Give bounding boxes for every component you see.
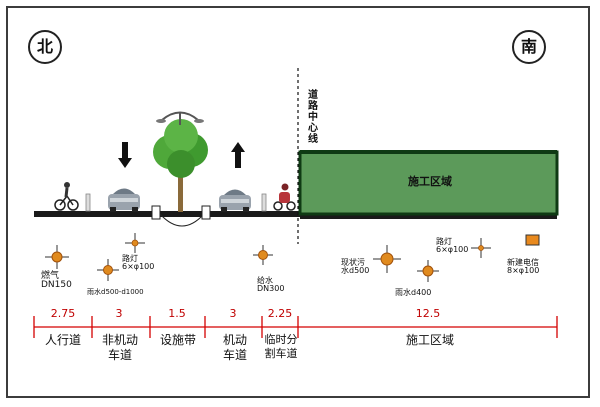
curb-right bbox=[201, 205, 211, 220]
road-surface-right bbox=[300, 214, 557, 219]
construction-block-label: 施工区域 bbox=[408, 175, 452, 188]
dim-construction-zone: 12.5 bbox=[415, 307, 441, 320]
facility-strip-sag bbox=[159, 213, 205, 227]
bollard-icon bbox=[85, 193, 91, 212]
rainwater-left-label: 雨水d500-d1000 bbox=[87, 288, 144, 296]
dim-motor-lane: 3 bbox=[229, 307, 237, 320]
zone-sidewalk: 人行道 bbox=[44, 333, 81, 347]
south-compass: 南 bbox=[512, 30, 546, 64]
bollard-right-icon bbox=[261, 193, 267, 212]
water-supply-pipe-marker bbox=[253, 245, 273, 265]
construction-zone-top-edge bbox=[300, 150, 557, 154]
zone-temp-lane: 临时分 割车道 bbox=[264, 333, 298, 360]
dim-facility-strip: 1.5 bbox=[168, 307, 186, 320]
arrow-up-icon bbox=[231, 142, 245, 168]
centerline-label: 道路中心线 bbox=[308, 90, 318, 145]
zone-motor-lane: 机动 车道 bbox=[222, 333, 247, 362]
road-surface-left bbox=[34, 211, 300, 217]
sewage-label: 现状污 水d500 bbox=[341, 258, 370, 276]
north-compass: 北 bbox=[28, 30, 62, 64]
rainwater-right-label: 雨水d400 bbox=[395, 288, 432, 297]
dim-non-motor-lane: 3 bbox=[115, 307, 123, 320]
car-left-icon bbox=[108, 188, 140, 212]
zone-construction: 施工区域 bbox=[405, 333, 454, 347]
telecom-label: 新建电信 8×φ100 bbox=[507, 258, 540, 276]
sewage-pipe-marker bbox=[373, 245, 401, 273]
gas-pipe-marker bbox=[45, 245, 69, 269]
telecom-duct-marker bbox=[525, 234, 540, 246]
dim-sidewalk: 2.75 bbox=[50, 307, 76, 320]
construction-zone-block bbox=[298, 150, 559, 216]
dimension-line bbox=[33, 316, 558, 338]
scooter-rider-icon bbox=[273, 183, 296, 211]
cyclist-icon bbox=[54, 182, 79, 211]
street-lamp-icon bbox=[156, 111, 204, 125]
arrow-down-icon bbox=[118, 142, 132, 168]
curb-left bbox=[151, 205, 161, 220]
streetlight-left-label: 路灯 6×φ100 bbox=[122, 254, 155, 272]
streetlight-cable-right-marker bbox=[471, 238, 491, 258]
water-supply-label: 给水 DN300 bbox=[257, 276, 285, 294]
gas-label: 燃气 DN150 bbox=[41, 271, 72, 291]
streetlight-cable-left-marker bbox=[125, 233, 145, 253]
dim-temp-lane: 2.25 bbox=[267, 307, 293, 320]
zone-facility-strip: 设施带 bbox=[159, 333, 196, 347]
rainwater-pipe-right-marker bbox=[417, 260, 439, 282]
zone-non-motor-lane: 非机动 车道 bbox=[101, 333, 138, 362]
rainwater-pipe-left-marker bbox=[97, 259, 119, 281]
tree-icon bbox=[153, 119, 208, 212]
streetlight-right-label: 路灯 6×φ100 bbox=[436, 237, 469, 255]
car-right-icon bbox=[219, 189, 251, 212]
